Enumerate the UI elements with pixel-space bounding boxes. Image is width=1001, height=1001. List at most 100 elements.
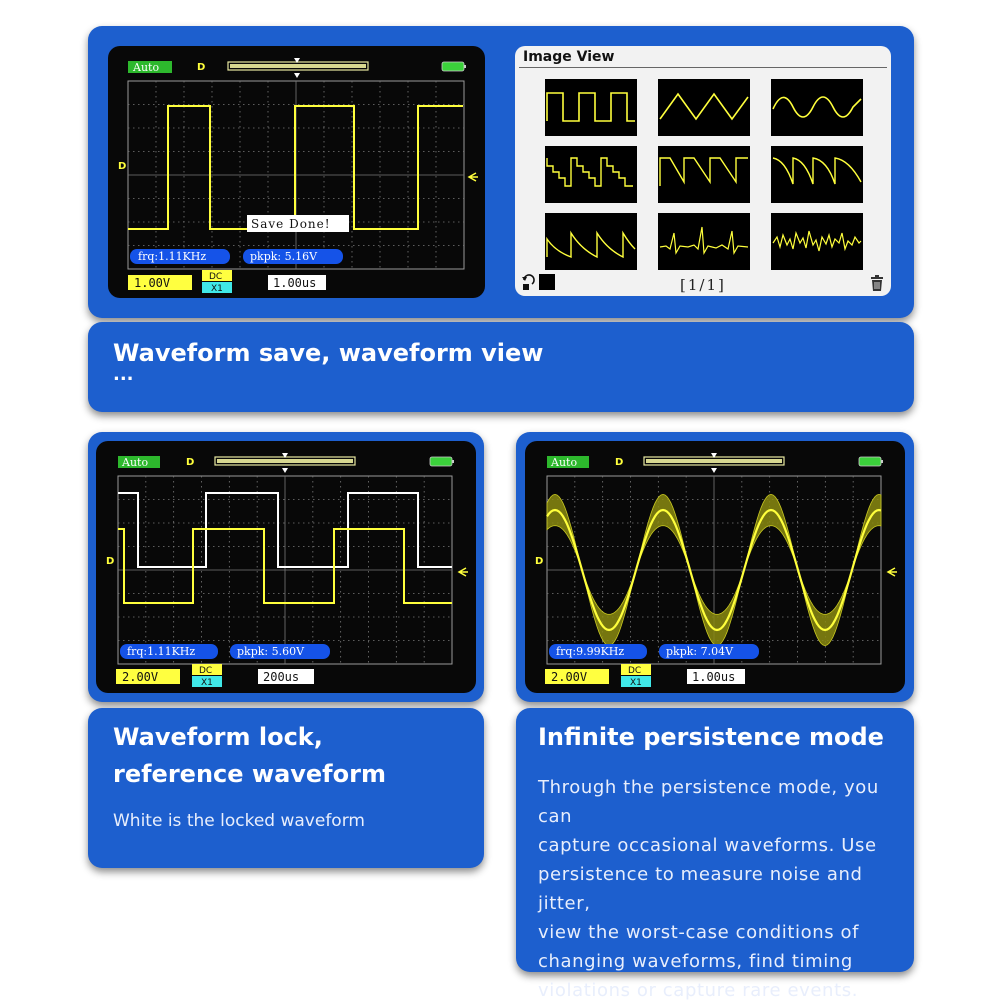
mode-badge-bg [118, 456, 160, 468]
persistence-description: Through the persistence mode, you can ca… [538, 773, 908, 1001]
time-origin-icon [294, 73, 300, 78]
memory-depth-fill [646, 459, 782, 463]
thumbnail-square[interactable] [545, 79, 637, 136]
probe[interactable]: X1 [211, 284, 223, 294]
probe[interactable]: X1 [630, 678, 642, 688]
scope-screen-1: Auto D D Save Done! frq:1.11KHz pkpk: 5.… [108, 46, 485, 298]
scope-graphics-1: Auto D D Save Done! frq:1.11KHz pkpk: 5.… [118, 58, 478, 294]
battery-tip [464, 65, 466, 68]
mode-badge[interactable]: Auto [121, 456, 148, 469]
trigger-level-arrow-icon[interactable] [467, 172, 478, 182]
coupling[interactable]: DC [199, 666, 212, 676]
scope-graphics-2: Auto D D frq:1.11KHz pkpk: 5.60V 2.00V D… [106, 453, 468, 688]
image-view-divider [519, 67, 887, 68]
volts-div-bg [128, 275, 192, 290]
mode-badge[interactable]: Auto [132, 61, 159, 74]
scope-screen-2: Auto D D frq:1.11KHz pkpk: 5.60V 2.00V D… [96, 441, 476, 693]
trigger-level-arrow-icon[interactable] [457, 567, 468, 577]
thumbnail-sawtooth[interactable] [658, 146, 750, 203]
peak-readout: pkpk: 7.04V [666, 645, 734, 658]
trigger-position-icon [282, 453, 288, 458]
thumbnail-triangle[interactable] [658, 79, 750, 136]
coupling-bg [621, 664, 651, 675]
memory-depth-bar [227, 61, 369, 71]
description-line: view the worst-case conditions of [538, 922, 860, 943]
description-line: capture occasional waveforms. Use [538, 835, 877, 856]
volts-div[interactable]: 2.00V [122, 670, 158, 684]
probe[interactable]: X1 [201, 678, 213, 688]
probe-bg [621, 676, 651, 687]
frequency-pill [130, 249, 230, 264]
thumbnail-sine[interactable] [771, 79, 863, 136]
time-div-bg [687, 669, 745, 684]
mode-badge-bg [128, 61, 172, 73]
coupling-bg [192, 664, 222, 675]
thumbnail-exp-decay[interactable] [771, 146, 863, 203]
channel-marker: D [118, 161, 126, 172]
battery-tip [452, 460, 454, 463]
description-line: persistence to measure noise and jitter, [538, 864, 863, 914]
battery-icon [858, 456, 882, 467]
rotate-icon[interactable] [521, 274, 535, 290]
description-line: changing waveforms, find timing [538, 951, 853, 972]
peak-pill [659, 644, 759, 659]
image-view-card: Image View [1/1] [515, 46, 891, 296]
save-caption-panel [88, 322, 914, 412]
thumbnail-staircase[interactable] [545, 146, 637, 203]
peak-readout: pkpk: 5.16V [250, 250, 318, 263]
time-div[interactable]: 200us [263, 670, 299, 684]
frequency-readout: frq:9.99KHz [556, 645, 624, 658]
coupling-bg [202, 270, 232, 281]
volts-div-bg [545, 669, 609, 684]
probe-bg [202, 282, 232, 293]
trash-icon[interactable] [869, 275, 885, 291]
lock-caption-title-2: reference waveform [113, 760, 386, 788]
channel-marker: D [535, 556, 543, 567]
battery-icon [441, 61, 465, 72]
scope-screen-3: Auto D D frq:9.99KHz pkpk: 7.04V 2.00V D… [525, 441, 905, 693]
thumbnail-spikes[interactable] [658, 213, 750, 270]
lock-caption-panel [88, 708, 484, 868]
trigger-marker: D [197, 62, 205, 73]
mode-badge-bg [547, 456, 589, 468]
description-line: Through the persistence mode, you can [538, 777, 879, 827]
thumbnail-noise[interactable] [771, 213, 863, 270]
time-div[interactable]: 1.00us [692, 670, 735, 684]
volts-div[interactable]: 2.00V [551, 670, 587, 684]
thumbnail-ramp-decay[interactable] [545, 213, 637, 270]
stop-icon[interactable] [539, 274, 555, 290]
live-trace [118, 528, 452, 604]
description-line: violations or capture rare events. [538, 980, 859, 1001]
mode-badge[interactable]: Auto [550, 456, 577, 469]
persistence-caption-title: Infinite persistence mode [538, 723, 884, 751]
time-div-bg [258, 669, 314, 684]
frequency-readout: frq:1.11KHz [138, 250, 206, 263]
peak-pill [230, 644, 330, 659]
persistence-envelope [546, 493, 882, 647]
memory-depth-fill [217, 459, 353, 463]
grid [117, 475, 453, 665]
peak-pill [243, 249, 343, 264]
channel-marker: D [106, 556, 114, 567]
trigger-position-icon [294, 58, 300, 63]
save-caption-title: Waveform save, waveform view [113, 339, 544, 367]
volts-div-bg [116, 669, 180, 684]
persistence-trace [546, 508, 882, 632]
battery-tip [881, 460, 883, 463]
image-view-title: Image View [523, 49, 615, 65]
scope-graphics-3: Auto D D frq:9.99KHz pkpk: 7.04V 2.00V D… [535, 453, 897, 688]
locked-reference-trace [118, 492, 452, 568]
volts-div[interactable]: 1.00V [134, 276, 170, 290]
lock-caption-title-1: Waveform lock, [113, 723, 323, 751]
trigger-level-arrow-icon[interactable] [886, 567, 897, 577]
save-overlay: Save Done! [251, 217, 331, 231]
frequency-readout: frq:1.11KHz [127, 645, 195, 658]
coupling[interactable]: DC [628, 666, 641, 676]
time-div[interactable]: 1.00us [273, 276, 316, 290]
persistence-caption-panel [516, 708, 914, 972]
coupling[interactable]: DC [209, 272, 222, 282]
time-div-bg [268, 275, 326, 290]
save-caption-ellipsis: ... [113, 364, 134, 385]
frequency-pill [120, 644, 218, 659]
trigger-marker: D [186, 457, 194, 468]
